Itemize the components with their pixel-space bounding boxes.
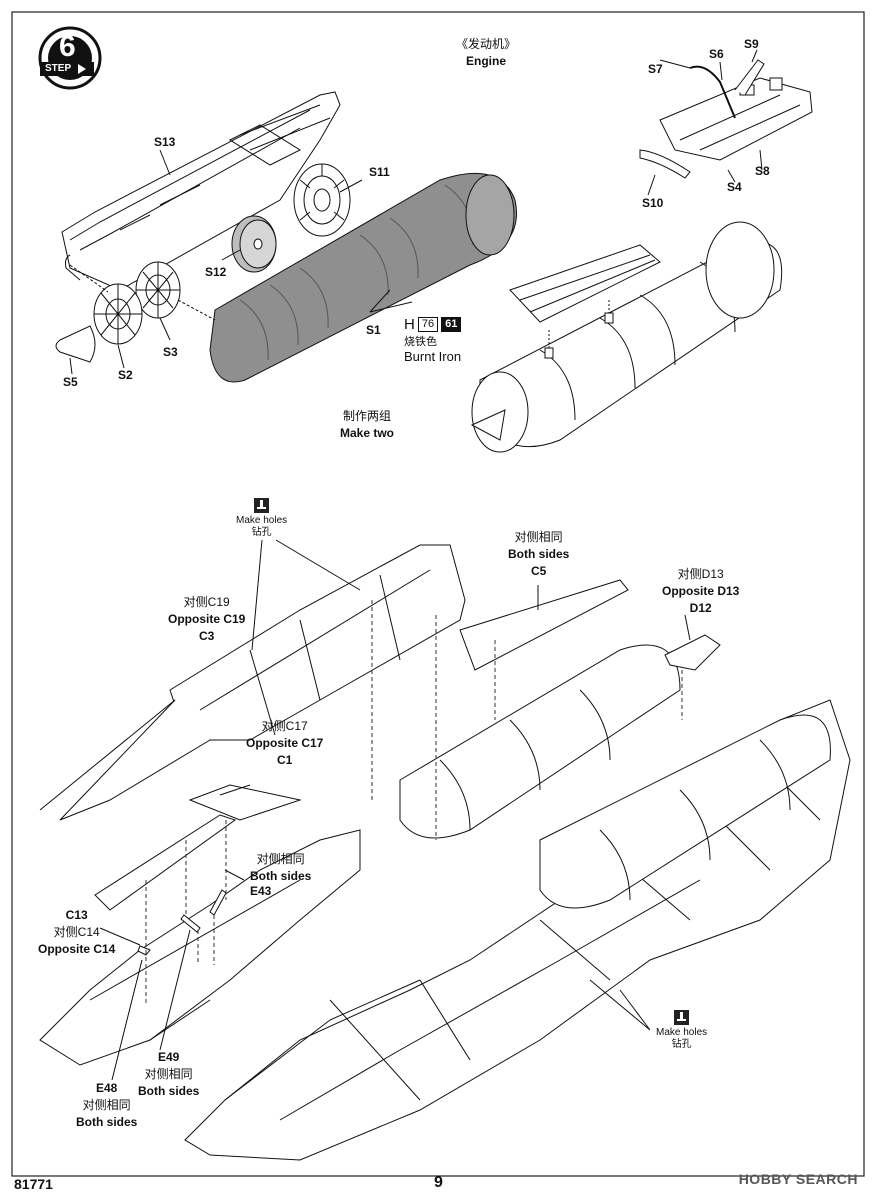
- e48-cn: 对侧相同: [82, 1098, 131, 1112]
- make-holes-top-cn: 钻孔: [251, 527, 272, 538]
- make-holes-top: Make holes 钻孔: [236, 498, 287, 539]
- make-holes-bottom: Make holes 钻孔: [656, 1010, 707, 1051]
- part-s1-burner-tube: [209, 172, 517, 383]
- step-word: STEP: [45, 63, 72, 74]
- paint-name-cn: 烧铁色: [404, 336, 437, 348]
- c5-en: Both sides: [508, 547, 570, 561]
- c17-en: Opposite C17: [246, 736, 324, 750]
- c14-en: Opposite C14: [38, 942, 116, 956]
- d13-en: Opposite D13: [662, 584, 740, 598]
- c13-part: C13: [65, 908, 88, 922]
- label-s9: S9: [744, 37, 759, 51]
- part-s13-shell: [61, 91, 341, 291]
- label-s10: S10: [642, 196, 664, 210]
- label-s6: S6: [709, 47, 724, 61]
- drill-icon: [674, 1010, 690, 1025]
- make-holes-top-en: Make holes: [236, 515, 288, 526]
- engine-title: 《发动机》 Engine: [456, 36, 516, 70]
- paint-name-en: Burnt Iron: [404, 349, 462, 364]
- product-code: 81771: [14, 1176, 53, 1192]
- e48-part: E48: [95, 1081, 118, 1095]
- label-s2: S2: [118, 368, 133, 382]
- paint-code: H: [404, 316, 415, 333]
- e43-en: Both sides: [250, 869, 312, 883]
- part-s2-fan: [93, 283, 143, 345]
- e49-cn: 对侧相同: [144, 1067, 193, 1081]
- e49-en: Both sides: [138, 1084, 200, 1098]
- watermark: HOBBY SEARCH: [738, 1171, 858, 1187]
- drill-icon: [254, 498, 270, 513]
- make-two-cn: 制作两组: [343, 409, 392, 423]
- e43-part: E43: [250, 884, 272, 898]
- page-frame: [11, 11, 865, 1177]
- callout-c1: 对侧C17 Opposite C17 C1: [246, 718, 323, 769]
- label-s8: S8: [755, 164, 770, 178]
- step-number: 6: [59, 30, 76, 63]
- engine-title-cn: 《发动机》: [456, 37, 517, 51]
- make-holes-bottom-en: Make holes: [656, 1027, 708, 1038]
- paint-chip-61: 61: [441, 317, 462, 332]
- page-number: 9: [434, 1174, 443, 1191]
- c5-cn: 对侧相同: [514, 530, 563, 544]
- c3-part: C3: [199, 629, 215, 643]
- part-s5-cone: [55, 325, 96, 363]
- label-s11: S11: [369, 165, 390, 179]
- callout-e49: E49 对侧相同 Both sides: [138, 1049, 199, 1100]
- callout-d12: 对侧D13 Opposite D13 D12: [662, 566, 739, 617]
- callout-c5: 对侧相同 Both sides C5: [508, 529, 569, 580]
- label-s3: S3: [163, 345, 178, 359]
- label-s5: S5: [63, 375, 78, 389]
- make-two-en: Make two: [340, 426, 395, 440]
- c14-cn: 对侧C14: [53, 925, 100, 939]
- label-s13: S13: [154, 135, 176, 149]
- d13-cn: 对侧D13: [677, 567, 724, 581]
- d12-part: D12: [689, 601, 712, 615]
- c1-part: C1: [277, 753, 293, 767]
- fuselage-assembly: [39, 539, 851, 1161]
- e43-cn: 对侧相同: [256, 852, 305, 866]
- paint-callout: H 76 61 烧铁色 Burnt Iron: [404, 316, 462, 364]
- engine-exploded-group: [55, 91, 517, 383]
- e48-en: Both sides: [76, 1115, 138, 1129]
- engine-title-en: Engine: [466, 54, 507, 68]
- c19-cn: 对侧C19: [183, 595, 230, 609]
- step-badge: [38, 26, 102, 90]
- paint-chip-76: 76: [417, 317, 439, 332]
- label-s4: S4: [727, 180, 742, 194]
- engine-accessory-group: [639, 49, 813, 196]
- callout-c13: C13 对侧C14 Opposite C14: [38, 907, 115, 958]
- part-s3-fan: [135, 261, 181, 319]
- label-s12: S12: [205, 265, 227, 279]
- make-two-note: 制作两组 Make two: [340, 408, 394, 442]
- c17-cn: 对侧C17: [261, 719, 308, 733]
- label-s7: S7: [648, 62, 663, 76]
- c5-part: C5: [531, 564, 547, 578]
- part-s11-turbine: [293, 163, 351, 237]
- part-s12-disk: [231, 215, 277, 273]
- callout-e48: E48 对侧相同 Both sides: [76, 1080, 137, 1131]
- callout-c3: 对侧C19 Opposite C19 C3: [168, 594, 245, 645]
- c19-en: Opposite C19: [168, 612, 246, 626]
- e49-part: E49: [157, 1050, 180, 1064]
- label-s1: S1: [366, 323, 381, 337]
- make-holes-bottom-cn: 钻孔: [671, 1039, 692, 1050]
- engine-assembled: [470, 221, 783, 453]
- callout-e43: 对侧相同 Both sides: [250, 851, 311, 885]
